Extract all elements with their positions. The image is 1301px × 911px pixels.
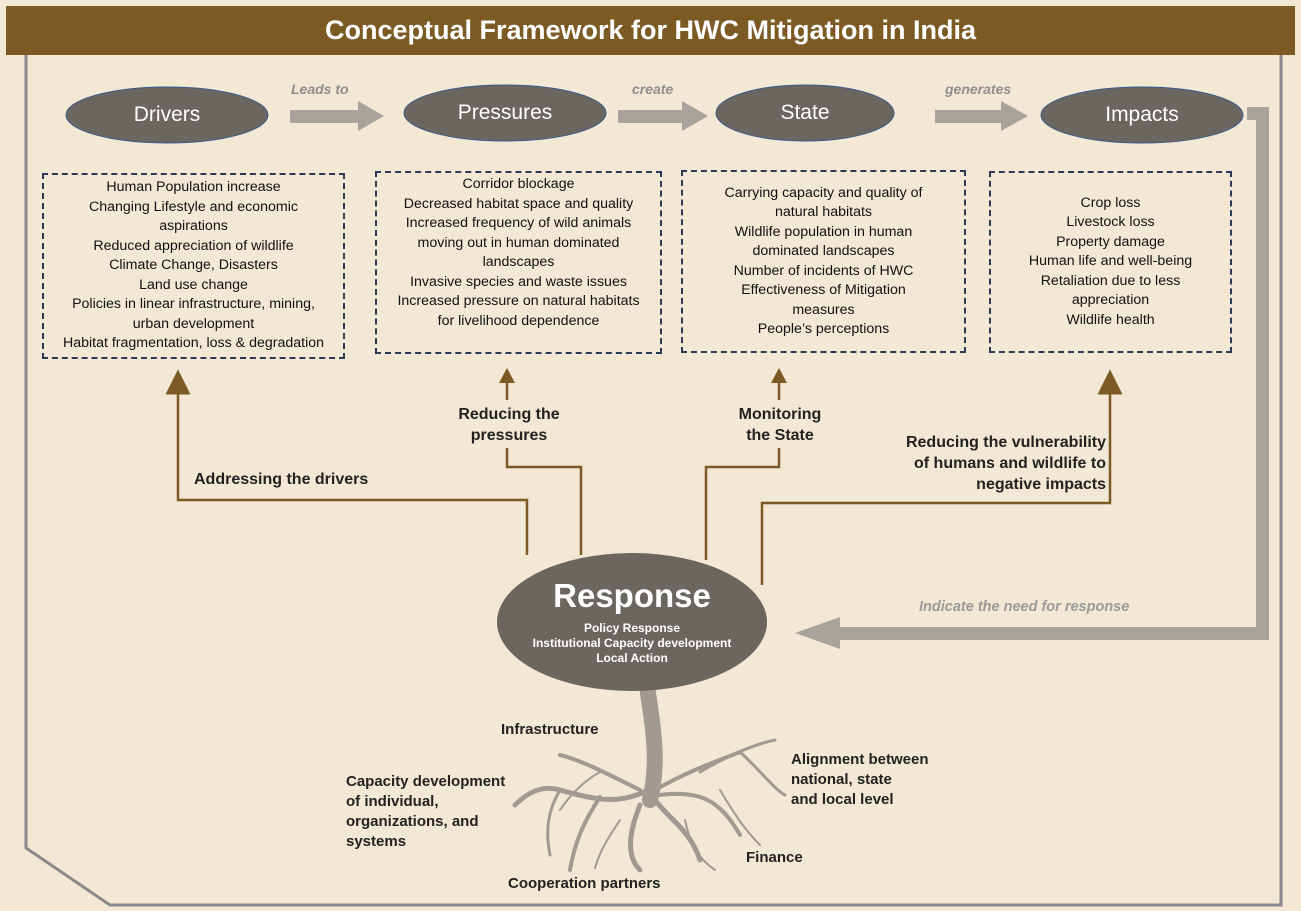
drivers-line: Habitat fragmentation, loss & degradatio… xyxy=(62,335,325,352)
cooperation-partners-label: Cooperation partners xyxy=(508,875,661,892)
reducing-vulnerability-line: Reducing the vulnerability xyxy=(905,434,1106,451)
pressures-line: landscapes xyxy=(482,254,555,270)
reducing-pressures-line: Reducing the xyxy=(458,406,560,423)
pressures-response-line xyxy=(505,448,583,555)
state-line: People’s perceptions xyxy=(757,321,890,337)
create-arrow xyxy=(618,101,708,131)
state-line: Carrying capacity and quality of xyxy=(724,184,923,201)
reducing-pressures-label: Reducing the pressures xyxy=(444,404,574,446)
capacity-line: systems xyxy=(346,833,407,850)
reducing-vulnerability-line: negative impacts xyxy=(976,476,1106,493)
drivers-line: Reduced appreciation of wildlife xyxy=(93,237,294,254)
capacity-line: Capacity development xyxy=(346,773,506,790)
impacts-line: Human life and well-being xyxy=(1028,253,1193,270)
reducing-vulnerability-line: of humans and wildlife to xyxy=(914,455,1106,472)
pressures-line: Decreased habitat space and quality xyxy=(403,195,634,212)
alignment-label: Alignment between national, state and lo… xyxy=(791,750,929,810)
state-line: measures xyxy=(792,301,855,318)
drivers-line: urban development xyxy=(132,315,255,332)
pressures-box: Corridor blockage Decreased habitat spac… xyxy=(375,171,662,354)
state-line: Effectiveness of Mitigation xyxy=(741,282,906,298)
impacts-ellipse xyxy=(1040,86,1244,144)
drivers-line: Land use change xyxy=(139,276,248,293)
addressing-drivers-label: Addressing the drivers xyxy=(194,471,369,488)
monitoring-state-line: Monitoring xyxy=(738,406,822,423)
generates-arrow xyxy=(935,101,1028,131)
impacts-line: appreciation xyxy=(1071,292,1150,309)
impacts-box: Crop loss Livestock loss Property damage… xyxy=(989,171,1232,353)
state-ellipse xyxy=(715,84,895,142)
impacts-line: Livestock loss xyxy=(1066,214,1155,231)
feedback-arrow xyxy=(795,107,1269,649)
pressures-arrow-head xyxy=(499,368,515,383)
state-label: State xyxy=(780,101,830,124)
pressures-ellipse xyxy=(403,84,607,142)
impacts-line: Wildlife health xyxy=(1066,311,1155,328)
impacts-label: Impacts xyxy=(1105,103,1179,126)
state-line: Number of incidents of HWC xyxy=(733,262,914,279)
monitoring-state-label: Monitoring the State xyxy=(725,404,835,446)
diagram-title: Conceptual Framework for HWC Mitigation … xyxy=(6,6,1295,55)
response-line: Institutional Capacity development xyxy=(532,636,732,650)
leads-to-label: Leads to xyxy=(291,81,349,97)
state-box: Carrying capacity and quality of natural… xyxy=(681,170,966,353)
state-arrow-head xyxy=(771,368,787,383)
leads-to-arrow xyxy=(290,101,384,131)
impacts-line: Property damage xyxy=(1056,233,1165,250)
create-label: create xyxy=(632,81,674,97)
capacity-development-label: Capacity development of individual, orga… xyxy=(346,772,505,852)
infrastructure-label: Infrastructure xyxy=(501,721,599,738)
finance-label: Finance xyxy=(746,849,803,866)
pressures-line: for livelihood dependence xyxy=(437,312,600,329)
pressures-line: Corridor blockage xyxy=(462,176,575,192)
generates-label: generates xyxy=(945,81,1012,97)
impacts-response-line xyxy=(760,369,1123,585)
capacity-line: of individual, xyxy=(346,793,439,810)
drivers-line: Changing Lifestyle and economic xyxy=(88,198,298,215)
response-line: Policy Response xyxy=(583,621,681,635)
alignment-line: Alignment between xyxy=(791,751,929,768)
state-response-line xyxy=(704,448,781,560)
outer-frame xyxy=(24,55,1283,907)
state-line: Wildlife population in human xyxy=(734,223,913,240)
drivers-response-line xyxy=(165,369,529,555)
drivers-line: aspirations xyxy=(159,218,228,235)
feedback-label: Indicate the need for response xyxy=(919,599,1130,615)
pressures-line: moving out in human dominated xyxy=(417,234,620,251)
drivers-line: Human Population increase xyxy=(106,179,281,196)
alignment-line: national, state xyxy=(791,771,892,788)
pressures-line: Invasive species and waste issues xyxy=(410,273,627,290)
pressures-line: Increased pressure on natural habitats xyxy=(397,293,640,309)
drivers-box: Human Population increase Changing Lifes… xyxy=(42,173,345,359)
alignment-line: and local level xyxy=(791,791,894,808)
impacts-line: Retaliation due to less xyxy=(1040,272,1181,289)
reducing-vulnerability-label: Reducing the vulnerability of humans and… xyxy=(858,432,1106,495)
drivers-line: Policies in linear infrastructure, minin… xyxy=(72,296,315,313)
state-line: natural habitats xyxy=(774,204,872,220)
response-lines: Policy Response Institutional Capacity d… xyxy=(497,621,767,666)
capacity-line: organizations, and xyxy=(346,813,479,830)
pressures-label: Pressures xyxy=(457,101,553,124)
response-line: Local Action xyxy=(596,651,668,665)
response-ellipse xyxy=(497,553,767,691)
reducing-pressures-line: pressures xyxy=(470,427,548,444)
drivers-line: Climate Change, Disasters xyxy=(109,257,278,274)
drivers-ellipse xyxy=(65,86,269,144)
roots-tree xyxy=(512,672,787,873)
monitoring-state-line: the State xyxy=(746,427,814,444)
drivers-label: Drivers xyxy=(133,103,201,126)
state-line: dominated landscapes xyxy=(752,243,895,259)
response-title: Response xyxy=(553,577,711,614)
pressures-line: Increased frequency of wild animals xyxy=(405,215,632,231)
impacts-line: Crop loss xyxy=(1080,194,1141,211)
